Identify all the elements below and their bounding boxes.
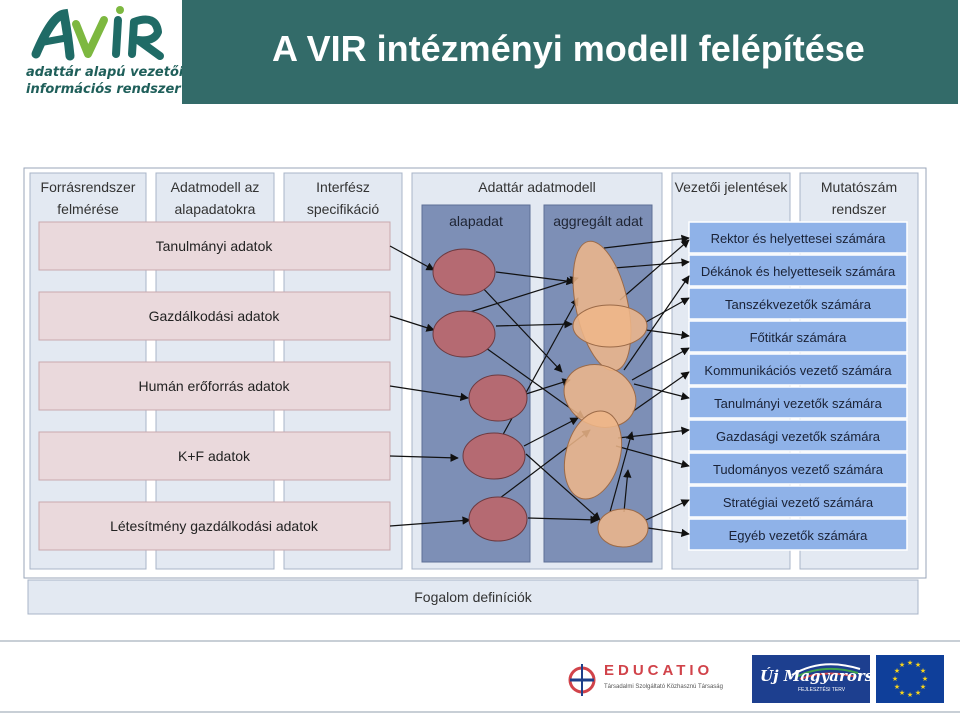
svg-text:★: ★ <box>920 667 926 675</box>
basic-node <box>432 310 496 358</box>
educatio-subtitle: Társadalmi Szolgáltató Közhasznú Társasá… <box>604 684 723 690</box>
aggregate-node <box>597 508 649 548</box>
section-label-alapadat: alapadat <box>449 213 503 229</box>
educatio-emblem-icon <box>568 664 596 696</box>
svg-text:★: ★ <box>907 691 913 699</box>
report-box <box>688 221 908 254</box>
section-label-aggregalt: aggregált adat <box>553 213 643 229</box>
aggregate-node <box>572 304 648 348</box>
source-row-label: K+F adatok <box>178 448 251 464</box>
aggregate-nodes <box>563 240 649 548</box>
report-label: Tudományos vezető számára <box>713 462 884 477</box>
report-box <box>688 353 908 386</box>
basic-node <box>468 374 528 422</box>
uj-magyarorszag-arc-icon <box>791 663 861 680</box>
svg-text:★: ★ <box>922 675 928 683</box>
source-row-label: Tanulmányi adatok <box>156 238 274 254</box>
footer-divider <box>0 640 960 642</box>
eu-flag: ★ ★ ★ ★ ★ ★ ★ ★ ★ ★ ★ ★ <box>876 655 944 703</box>
report-label: Egyéb vezetők számára <box>729 528 869 543</box>
report-box <box>688 485 908 518</box>
fejlesztesi-terv-text: FEJLESZTÉSI TERV <box>798 687 846 693</box>
report-label: Tanulmányi vezetők számára <box>714 396 882 411</box>
column-label-interfesz-1: Interfész <box>316 179 370 195</box>
column-label-forras-1: Forrásrendszer <box>41 179 136 195</box>
report-box <box>688 452 908 485</box>
svg-text:★: ★ <box>907 659 913 667</box>
svg-text:★: ★ <box>915 661 921 669</box>
definitions-label: Fogalom definíciók <box>414 589 533 605</box>
column-label-adatmodell-2: alapadatokra <box>175 201 256 217</box>
column-label-adatmodell-1: Adatmodell az <box>171 179 260 195</box>
column-label-forras-2: felmérése <box>57 201 119 217</box>
logo-subtitle-line1: adattár alapú vezetői <box>26 65 184 80</box>
report-box <box>688 254 908 287</box>
svg-text:★: ★ <box>899 661 905 669</box>
svg-text:★: ★ <box>920 683 926 691</box>
source-row <box>38 221 391 271</box>
basic-node <box>432 248 496 296</box>
column-label-mutatoszam-1: Mutatószám <box>821 179 897 195</box>
svg-text:★: ★ <box>892 675 898 683</box>
report-box <box>688 287 908 320</box>
footer-divider-bottom <box>0 711 960 713</box>
svg-text:★: ★ <box>899 689 905 697</box>
avir-logo-mark <box>31 6 164 61</box>
avir-logo: adattár alapú vezetői információs rendsz… <box>0 0 184 104</box>
column-label-interfesz-2: specifikáció <box>307 201 380 217</box>
basic-nodes <box>432 248 528 542</box>
educatio-logo: EDUCATIO Társadalmi Szolgáltató Közhaszn… <box>566 656 726 704</box>
report-box <box>688 419 908 452</box>
page-title: A VIR intézményi modell felépítése <box>272 28 865 69</box>
source-row-label: Gazdálkodási adatok <box>149 308 281 324</box>
source-row-label: Létesítmény gazdálkodási adatok <box>110 518 319 534</box>
source-row-label: Humán erőforrás adatok <box>139 378 291 394</box>
definitions-bar <box>27 579 919 615</box>
report-label: Kommunikációs vezető számára <box>704 363 892 378</box>
report-label: Dékánok és helyetteseik számára <box>701 264 896 279</box>
report-label: Gazdasági vezetők számára <box>716 429 881 444</box>
column-label-mutatoszam-2: rendszer <box>832 201 887 217</box>
column-label-adattar: Adattár adatmodell <box>478 179 596 195</box>
uj-magyarorszag-text: Új Magyarország <box>760 667 902 685</box>
report-label: Tanszékvezetők számára <box>725 297 872 312</box>
uj-magyarorszag-logo: Új Magyarország FEJLESZTÉSI TERV <box>752 655 902 703</box>
column-label-jelentesek: Vezetői jelentések <box>675 179 789 195</box>
eu-stars-icon: ★ ★ ★ ★ ★ ★ ★ ★ ★ ★ ★ ★ <box>892 659 928 699</box>
aggregate-node <box>563 410 623 500</box>
logo-subtitle-line2: információs rendszer <box>26 82 181 97</box>
report-box <box>688 320 908 353</box>
svg-text:★: ★ <box>894 683 900 691</box>
report-box <box>688 518 908 551</box>
report-box <box>688 386 908 419</box>
report-label: Rektor és helyettesei számára <box>711 231 887 246</box>
basic-node <box>468 496 528 542</box>
title-bar: A VIR intézményi modell felépítése <box>182 0 958 104</box>
svg-text:★: ★ <box>915 689 921 697</box>
educatio-wordmark: EDUCATIO <box>604 662 714 679</box>
report-label: Főtitkár számára <box>750 330 848 345</box>
report-label: Stratégiai vezető számára <box>723 495 874 510</box>
source-row <box>38 291 391 341</box>
basic-node <box>462 432 526 480</box>
source-row <box>38 501 391 551</box>
svg-text:★: ★ <box>894 667 900 675</box>
